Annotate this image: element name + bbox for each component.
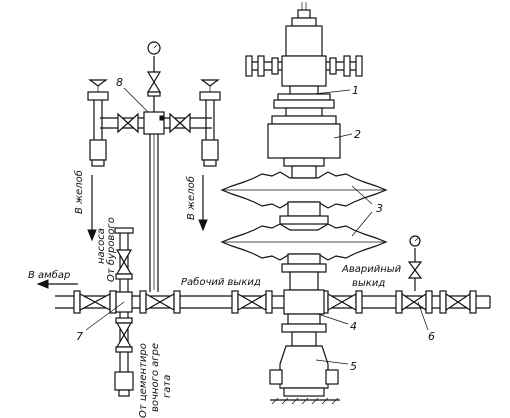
callout-2: 2 [354, 128, 361, 141]
casing-head [269, 345, 340, 405]
ram-preventer-lower [220, 215, 388, 261]
label-from-cement-1: От цементиро [138, 343, 149, 418]
top-left-manifold [87, 41, 221, 167]
manifold-valve-5 [395, 290, 433, 314]
chute-arrow-left-icon [87, 175, 97, 242]
chute-arrow-right-icon [198, 175, 208, 232]
callout-7: 7 [76, 330, 83, 343]
label-to-barn: В амбар [28, 269, 70, 281]
label-chute-right: В желоб [185, 176, 197, 220]
callout-6: 6 [428, 330, 435, 343]
label-chute-left: В желоб [73, 170, 85, 214]
callout-3: 3 [376, 202, 383, 215]
label-emergency-outlet-2: выкид [352, 278, 385, 289]
vertical-pump-line [114, 227, 134, 397]
manifold-valve-3 [231, 290, 273, 314]
ram-preventer-upper [220, 171, 388, 217]
left-outlet-arrow-icon [36, 279, 78, 289]
leader-lines [85, 87, 429, 365]
manifold-valve-1 [73, 290, 117, 314]
label-from-drill-pump-2: насоса [96, 228, 107, 264]
callout-1: 1 [352, 84, 359, 97]
label-emergency-outlet-1: Аварийный [341, 264, 402, 275]
callout-4: 4 [350, 320, 357, 333]
label-from-cement-3: гата [162, 375, 173, 398]
label-working-outlet: Рабочий выкид [181, 276, 261, 288]
callout-8: 8 [116, 76, 123, 89]
manifold-valve-2 [139, 290, 181, 314]
riser-to-top-manifold [149, 125, 159, 292]
callout-5: 5 [350, 360, 357, 373]
right-pressure-gauge-icon [407, 235, 423, 291]
manifold-valve-6 [439, 290, 477, 314]
manifold-valve-4 [321, 290, 363, 314]
wellhead-stack [245, 2, 363, 179]
label-from-drill-pump-1: От бурового [105, 217, 117, 282]
label-from-cement-2: вочного агре [150, 343, 161, 412]
cross-spool [281, 253, 327, 347]
